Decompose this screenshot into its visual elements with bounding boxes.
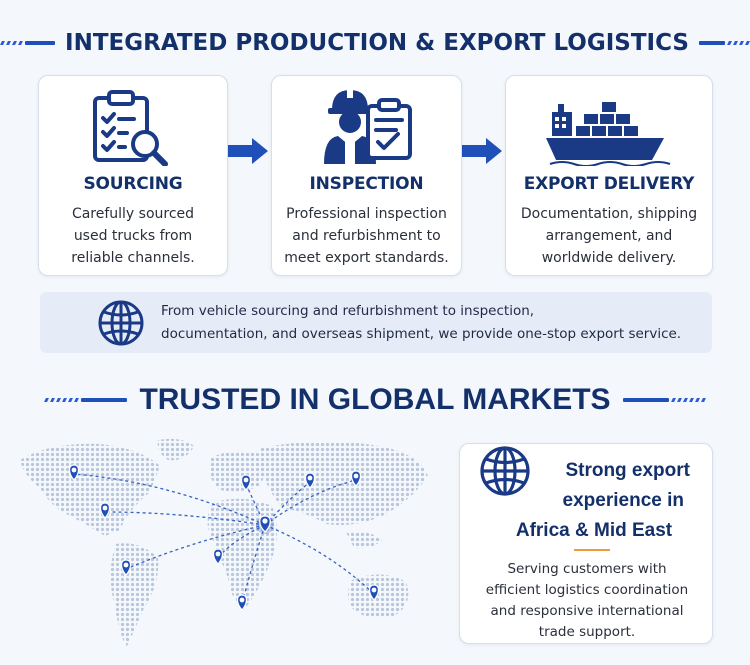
accent-underline [574, 549, 610, 551]
step-title: EXPORT DELIVERY [523, 174, 695, 194]
step-card-sourcing: SOURCING Carefully sourced used trucks f… [38, 75, 228, 276]
arrow-right-icon [226, 136, 270, 170]
step-title: SOURCING [83, 174, 183, 194]
process-title: INTEGRATED PRODUCTION & EXPORT LOGISTICS [65, 30, 689, 56]
step-description: Documentation, shipping arrangement, and… [520, 206, 698, 266]
export-experience-title: Strong export experience in Africa & Mid… [515, 460, 690, 541]
markets-title: TRUSTED IN GLOBAL MARKETS [139, 383, 611, 416]
banner-text: From vehicle sourcing and refurbishment … [161, 303, 682, 342]
heading-decoration-right [622, 398, 706, 402]
inspector-clipboard-icon [272, 84, 461, 170]
heading-decoration-right [698, 41, 750, 45]
step-description: Carefully sourced used trucks from relia… [71, 206, 195, 266]
process-heading: INTEGRATED PRODUCTION & EXPORT LOGISTICS [0, 28, 750, 58]
markets-heading: TRUSTED IN GLOBAL MARKETS [0, 380, 750, 420]
globe-icon [478, 444, 532, 502]
step-card-export-delivery: EXPORT DELIVERY Documentation, shipping … [505, 75, 713, 276]
export-experience-description: Serving customers with efficient logisti… [485, 561, 689, 640]
arrow-right-icon [460, 136, 504, 170]
heading-decoration-left [44, 398, 128, 402]
export-experience-card: Strong export experience in Africa & Mid… [459, 443, 713, 644]
world-map-routes-icon [10, 432, 450, 662]
step-title: INSPECTION [309, 174, 424, 194]
clipboard-magnifier-icon [39, 86, 227, 170]
globe-icon [96, 298, 146, 352]
step-card-inspection: INSPECTION Professional inspection and r… [271, 75, 462, 276]
step-description: Professional inspection and refurbishmen… [284, 206, 449, 266]
cargo-ship-icon [506, 90, 712, 170]
heading-decoration-left [0, 41, 56, 45]
one-stop-service-banner: From vehicle sourcing and refurbishment … [40, 292, 712, 353]
